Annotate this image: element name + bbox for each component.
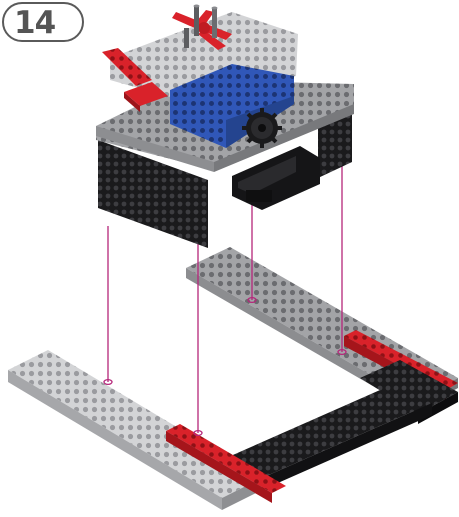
black-connector-beam (226, 383, 432, 478)
gear-icon (242, 108, 282, 148)
left-gray-plate (8, 350, 262, 498)
motor-module (96, 5, 354, 249)
base-frame (8, 247, 458, 510)
